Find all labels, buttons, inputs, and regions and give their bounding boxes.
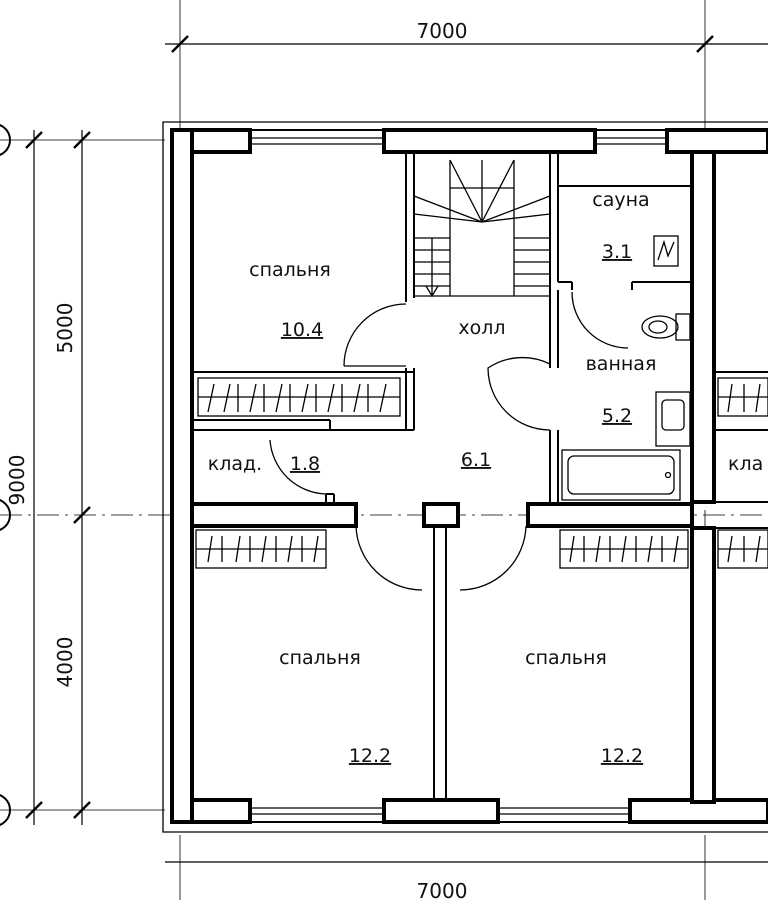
room-labels: спальня 10.4 сауна 3.1 холл 6.1 ванная 5…: [208, 189, 763, 767]
axis-marker-circle: [0, 124, 11, 156]
room-area-sauna: 3.1: [602, 241, 632, 263]
room-name-sauna: сауна: [592, 189, 649, 211]
room-area-bedroom-nw: 10.4: [281, 319, 323, 341]
wall-segment: [382, 798, 500, 824]
left-total-dimension-label: 9000: [5, 455, 29, 506]
top-dimension-label: 7000: [417, 19, 468, 43]
room-area-hall: 6.1: [461, 449, 491, 471]
door-swings: [269, 291, 629, 591]
wardrobes: [195, 371, 768, 569]
exterior-walls: [162, 121, 768, 833]
room-name-hall: холл: [458, 317, 505, 339]
axis-marker-circle: [0, 499, 11, 531]
wall-segment: [170, 128, 194, 824]
bottom-dimension-label: 7000: [417, 879, 468, 900]
room-area-bedroom-sw: 12.2: [349, 745, 391, 767]
room-name-bedroom-nw: спальня: [249, 259, 331, 281]
room-area-storage: 1.8: [290, 453, 320, 475]
room-name-storage: клад.: [208, 453, 262, 475]
room-name-bedroom-sw: спальня: [279, 647, 361, 669]
bottom-dimension: 7000: [165, 861, 768, 900]
room-name-bathroom: ванная: [586, 353, 657, 375]
sauna-stove-icon: [653, 235, 679, 267]
fixtures: [561, 235, 691, 501]
room-name-bedroom-se: спальня: [525, 647, 607, 669]
room-area-bedroom-se: 12.2: [601, 745, 643, 767]
toilet-icon: [641, 315, 679, 339]
wall-segment: [382, 128, 597, 154]
party-wall: [690, 150, 768, 804]
sink-icon: [655, 391, 691, 447]
left-upper-dimension-label: 5000: [53, 303, 77, 354]
top-dimension: 7000: [165, 19, 768, 53]
left-lower-dimension-label: 4000: [53, 637, 77, 688]
staircase: [413, 159, 551, 298]
wall-segment: [665, 128, 768, 154]
interior-walls: [190, 152, 694, 800]
axis-marker-circle: [0, 794, 11, 826]
toilet-tank-icon: [675, 313, 691, 341]
left-dimensions: 9000 5000 4000: [5, 130, 91, 825]
bathtub-icon: [561, 449, 681, 501]
room-area-bathroom: 5.2: [602, 405, 632, 427]
neighbor-room-label: кла: [728, 453, 763, 475]
